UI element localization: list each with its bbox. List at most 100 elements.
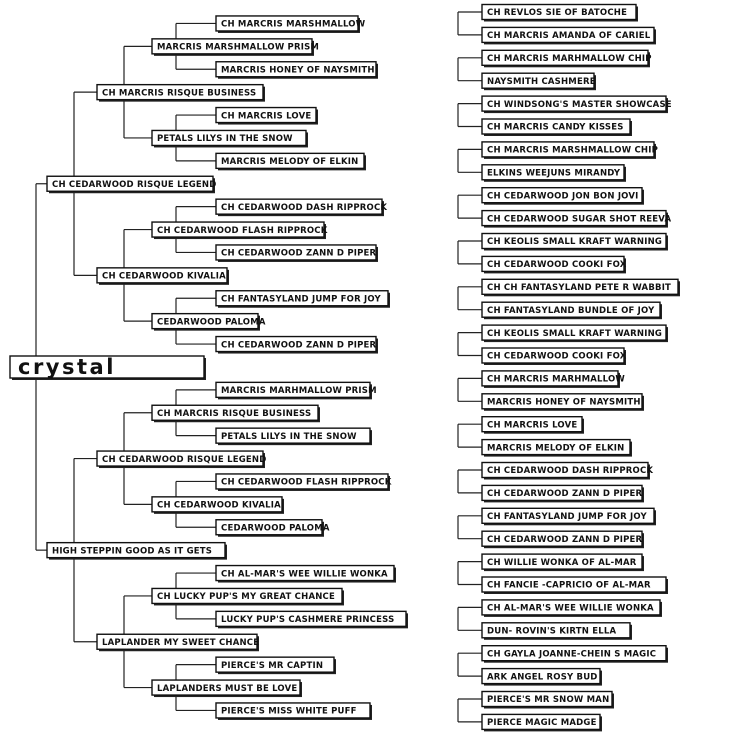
pedigree-box-gen4: CH CEDARWOOD FLASH RIPPROCK xyxy=(215,473,392,491)
dog-name: CH REVLOS SIE OF BATOCHE xyxy=(487,8,627,18)
dog-name: CH CH FANTASYLAND PETE R WABBIT xyxy=(487,283,671,293)
name-box-frame xyxy=(481,530,643,547)
pedigree-box-gen5: CH FANTASYLAND JUMP FOR JOY xyxy=(481,507,656,526)
name-box-frame xyxy=(481,26,655,44)
name-box-frame xyxy=(481,232,667,250)
dog-name: MARCRIS HONEY OF NAYSMITH xyxy=(487,398,641,408)
name-box-frame xyxy=(215,106,317,124)
pedigree-box-gen3: LAPLANDERS MUST BE LOVE xyxy=(151,679,302,698)
name-box-frame xyxy=(481,713,601,731)
name-box-frame xyxy=(481,347,625,364)
pedigree-box-gen4: PETALS LILYS IN THE SNOW xyxy=(215,427,372,446)
name-box-frame xyxy=(46,541,226,559)
pedigree-box-gen5: CH MARCRIS MARSHMALLOW CHIP xyxy=(481,141,658,159)
name-box-frame xyxy=(481,507,655,524)
dog-name: CH CEDARWOOD FLASH RIPPROCK xyxy=(221,478,392,488)
dog-name: CH GAYLA JOANNE-CHEIN S MAGIC xyxy=(487,649,656,659)
dog-name: CH AL-MAR'S WEE WILLIE WONKA xyxy=(487,604,654,614)
dog-name: CH CEDARWOOD COOKI FOX xyxy=(487,260,627,270)
name-box-frame xyxy=(481,186,643,204)
dog-name: CH MARCRIS RISQUE BUSINESS xyxy=(157,409,311,419)
pedigree-box-gen5: NAYSMITH CASHMERE xyxy=(481,72,596,91)
name-box-frame xyxy=(96,267,228,284)
pedigree-box-gen4: CH AL-MAR'S WEE WILLIE WONKA xyxy=(215,564,396,583)
pedigree-box-gen5: CH MARCRIS LOVE xyxy=(481,416,584,434)
dog-name: CH CEDARWOOD RISQUE LEGEND xyxy=(52,180,216,190)
pedigree-box-gen5: CH FANTASYLAND BUNDLE OF JOY xyxy=(481,301,662,320)
pedigree-box-gen3: CH MARCRIS RISQUE BUSINESS xyxy=(151,404,320,423)
dog-name: CH CEDARWOOD DASH RIPPROCK xyxy=(221,203,387,213)
name-box-frame xyxy=(481,416,583,433)
name-box-frame xyxy=(481,393,643,410)
dog-name: CH CEDARWOOD RISQUE LEGEND xyxy=(102,455,266,465)
pedigree-box-gen5: DUN- ROVIN'S KIRTN ELLA xyxy=(481,622,632,640)
dog-name: MARCRIS MARHMALLOW PRISM xyxy=(221,386,377,396)
pedigree-box-gen5: CH WINDSONG'S MASTER SHOWCASE xyxy=(481,95,672,114)
pedigree-box-gen4: PIERCE'S MISS WHITE PUFF xyxy=(215,702,372,720)
name-box-frame xyxy=(215,610,407,628)
dog-name: CH CEDARWOOD ZANN D PIPER xyxy=(487,489,643,499)
dog-name: CH CEDARWOOD COOKI FOX xyxy=(487,352,627,362)
dog-name: CH LUCKY PUP'S MY GREAT CHANCE xyxy=(157,592,335,602)
dog-name: CH MARCRIS RISQUE BUSINESS xyxy=(102,88,256,98)
pedigree-box-gen4: MARCRIS MELODY OF ELKIN xyxy=(215,152,366,171)
dog-name: CH CEDARWOOD FLASH RIPPROCK xyxy=(157,226,328,236)
pedigree-box-gen5: CH KEOLIS SMALL KRAFT WARNING xyxy=(481,324,668,343)
dog-name: CH KEOLIS SMALL KRAFT WARNING xyxy=(487,329,662,339)
pedigree-box-gen5: CH REVLOS SIE OF BATOCHE xyxy=(481,3,638,22)
pedigree-box-gen5: MARCRIS MELODY OF ELKIN xyxy=(481,438,632,457)
dog-name: CEDARWOOD PALOMA xyxy=(221,523,330,533)
name-box-frame xyxy=(215,427,371,444)
name-box-frame xyxy=(481,553,643,570)
name-box-frame xyxy=(96,450,264,467)
pedigree-box-gen4: CH MARCRIS MARSHMALLOW xyxy=(215,15,366,33)
name-box-frame xyxy=(481,278,679,295)
dog-name: ARK ANGEL ROSY BUD xyxy=(487,672,598,682)
name-box-frame xyxy=(215,290,389,307)
pedigree-box-gen4: CH MARCRIS LOVE xyxy=(215,106,318,125)
dog-name: LAPLANDER MY SWEET CHANCE xyxy=(102,638,259,648)
dog-name: HIGH STEPPIN GOOD AS IT GETS xyxy=(52,546,212,556)
pedigree-box-gen5: CH FANCIE -CAPRICIO OF AL-MAR xyxy=(481,576,668,594)
name-box-frame xyxy=(481,370,619,387)
pedigree-box-gen4: CH CEDARWOOD ZANN D PIPER xyxy=(215,244,378,262)
pedigree-box-gen3: CH CEDARWOOD KIVALIA xyxy=(151,496,284,514)
name-box-frame xyxy=(151,587,343,605)
pedigree-box-gen4: MARCRIS MARHMALLOW PRISM xyxy=(215,381,377,400)
name-box-frame xyxy=(96,633,258,650)
pedigree-box-gen5: CH MARCRIS AMANDA OF CARIEL xyxy=(481,26,656,45)
pedigree-box-gen2: CH CEDARWOOD RISQUE LEGEND xyxy=(96,450,266,469)
name-box-frame xyxy=(481,72,595,89)
pedigree-box-gen5: CH CEDARWOOD ZANN D PIPER xyxy=(481,530,644,549)
pedigree-box-gen1: HIGH STEPPIN GOOD AS IT GETS xyxy=(46,541,227,560)
name-box-frame xyxy=(481,49,649,66)
name-box-frame xyxy=(215,152,365,170)
pedigree-box-gen4: CEDARWOOD PALOMA xyxy=(215,519,330,537)
dog-name: CH CEDARWOOD JON BON JOVI xyxy=(487,191,639,201)
pedigree-box-gen2: LAPLANDER MY SWEET CHANCE xyxy=(96,633,259,652)
dog-name: CEDARWOOD PALOMA xyxy=(157,317,266,327)
dog-name: CH FANTASYLAND BUNDLE OF JOY xyxy=(487,306,655,316)
name-box-frame xyxy=(481,164,625,181)
dog-name: MARCRIS MELODY OF ELKIN xyxy=(487,443,624,453)
dog-name: PETALS LILYS IN THE SNOW xyxy=(221,432,357,442)
dog-name: LAPLANDERS MUST BE LOVE xyxy=(157,684,297,694)
name-box-frame xyxy=(481,324,667,341)
pedigree-box-gen5: CH CEDARWOOD SUGAR SHOT REEVA xyxy=(481,209,671,228)
dog-name: PIERCE'S MR SNOW MAN xyxy=(487,695,609,705)
dog-name: MARCRIS HONEY OF NAYSMITH xyxy=(221,65,375,75)
pedigree-box-gen5: CH CH FANTASYLAND PETE R WABBIT xyxy=(481,278,680,297)
dog-name: CH MARCRIS MARSHMALLOW CHIP xyxy=(487,146,658,156)
dog-name: CH MARCRIS MARHMALLOW xyxy=(487,375,625,385)
pedigree-box-gen5: ELKINS WEEJUNS MIRANDY xyxy=(481,164,626,182)
pedigree-box-gen5: PIERCE MAGIC MADGE xyxy=(481,713,602,732)
pedigree-box-gen4: PIERCE'S MR CAPTIN xyxy=(215,656,336,675)
dog-name: CH FANTASYLAND JUMP FOR JOY xyxy=(487,512,647,522)
name-box-frame xyxy=(481,438,631,456)
name-box-frame xyxy=(151,679,301,696)
pedigree-box-gen5: CH MARCRIS MARHMALLOW xyxy=(481,370,625,388)
name-box-frame xyxy=(151,221,325,238)
dog-name: CH CEDARWOOD ZANN D PIPER xyxy=(487,535,643,545)
pedigree-box-gen3: CH CEDARWOOD FLASH RIPPROCK xyxy=(151,221,328,240)
